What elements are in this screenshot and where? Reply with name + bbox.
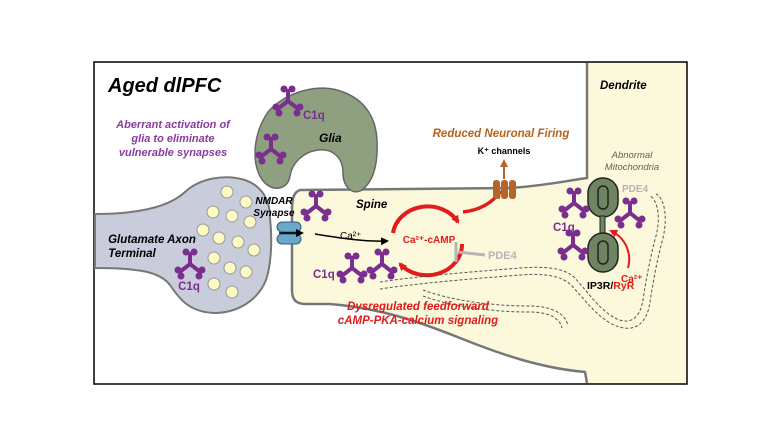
vesicle (196, 223, 210, 237)
c1q-spine-label: C1q (313, 269, 335, 281)
spine-label: Spine (356, 199, 388, 211)
diagram-title: Aged dlPFC (107, 75, 222, 97)
vesicle (207, 277, 221, 291)
dendrite-label: Dendrite (600, 80, 647, 92)
c1q-glia-label: C1q (303, 110, 325, 122)
vesicle (247, 243, 261, 257)
axon-label-1: Glutamate Axon (108, 234, 196, 246)
vesicle (243, 215, 257, 229)
pde4-dendrite-label: PDE4 (622, 184, 649, 195)
vesicle (225, 209, 239, 223)
ip3r-label: IP3R/ (587, 280, 613, 292)
c1q-dendrite-label: C1q (553, 222, 575, 234)
nmdar-label-2: Synapse (253, 208, 295, 219)
aberrant-text-2: glia to eliminate (130, 133, 214, 145)
vesicle (223, 261, 237, 275)
vesicle-group (196, 185, 261, 299)
k-channel-icon (493, 180, 516, 199)
ip3r-ryr-label: IP3R/RyR (587, 280, 635, 292)
mito-calcium-arrow (609, 229, 631, 269)
dysregulated-text-2: cAMP-PKA-calcium signaling (338, 315, 498, 327)
vesicle (239, 265, 253, 279)
mitochondria-label: Mitochondria (605, 162, 659, 173)
glia-cell (254, 87, 378, 193)
pde4-inhibition-line (457, 250, 486, 257)
vesicle (225, 285, 239, 299)
axon-label-2: Terminal (108, 248, 156, 260)
endoplasmic-reticulum (379, 193, 666, 329)
vesicle (231, 235, 245, 249)
vesicle (212, 231, 226, 245)
vesicle (239, 195, 253, 209)
c1q-axon-label: C1q (178, 281, 200, 293)
abnormal-label: Abnormal (611, 150, 654, 161)
ca-camp-label: Ca²⁺-cAMP (403, 235, 456, 246)
axon-terminal (94, 176, 273, 315)
vesicle (206, 205, 220, 219)
calcium-influx-label: Ca²⁺ (340, 231, 361, 242)
pde4-spine-label: PDE4 (488, 250, 518, 262)
aberrant-text-1: Aberrant activation of (115, 119, 231, 131)
mito-calcium-label: Ca²⁺ (621, 274, 642, 285)
dysregulated-text-1: Dysregulated feedforward (347, 301, 490, 313)
calcium-influx-arrow (314, 233, 389, 246)
reduced-firing-label: Reduced Neuronal Firing (433, 128, 570, 140)
aberrant-text-3: vulnerable synapses (119, 147, 227, 159)
nmdar-receptor-icon (276, 221, 302, 245)
nmdar-label-1: NMDAR (255, 196, 293, 207)
glia-label: Glia (319, 131, 342, 145)
ryr-label: RyR (613, 280, 634, 292)
vesicle (207, 251, 221, 265)
k-channels-label: K⁺ channels (478, 146, 531, 156)
vesicle (220, 185, 234, 199)
